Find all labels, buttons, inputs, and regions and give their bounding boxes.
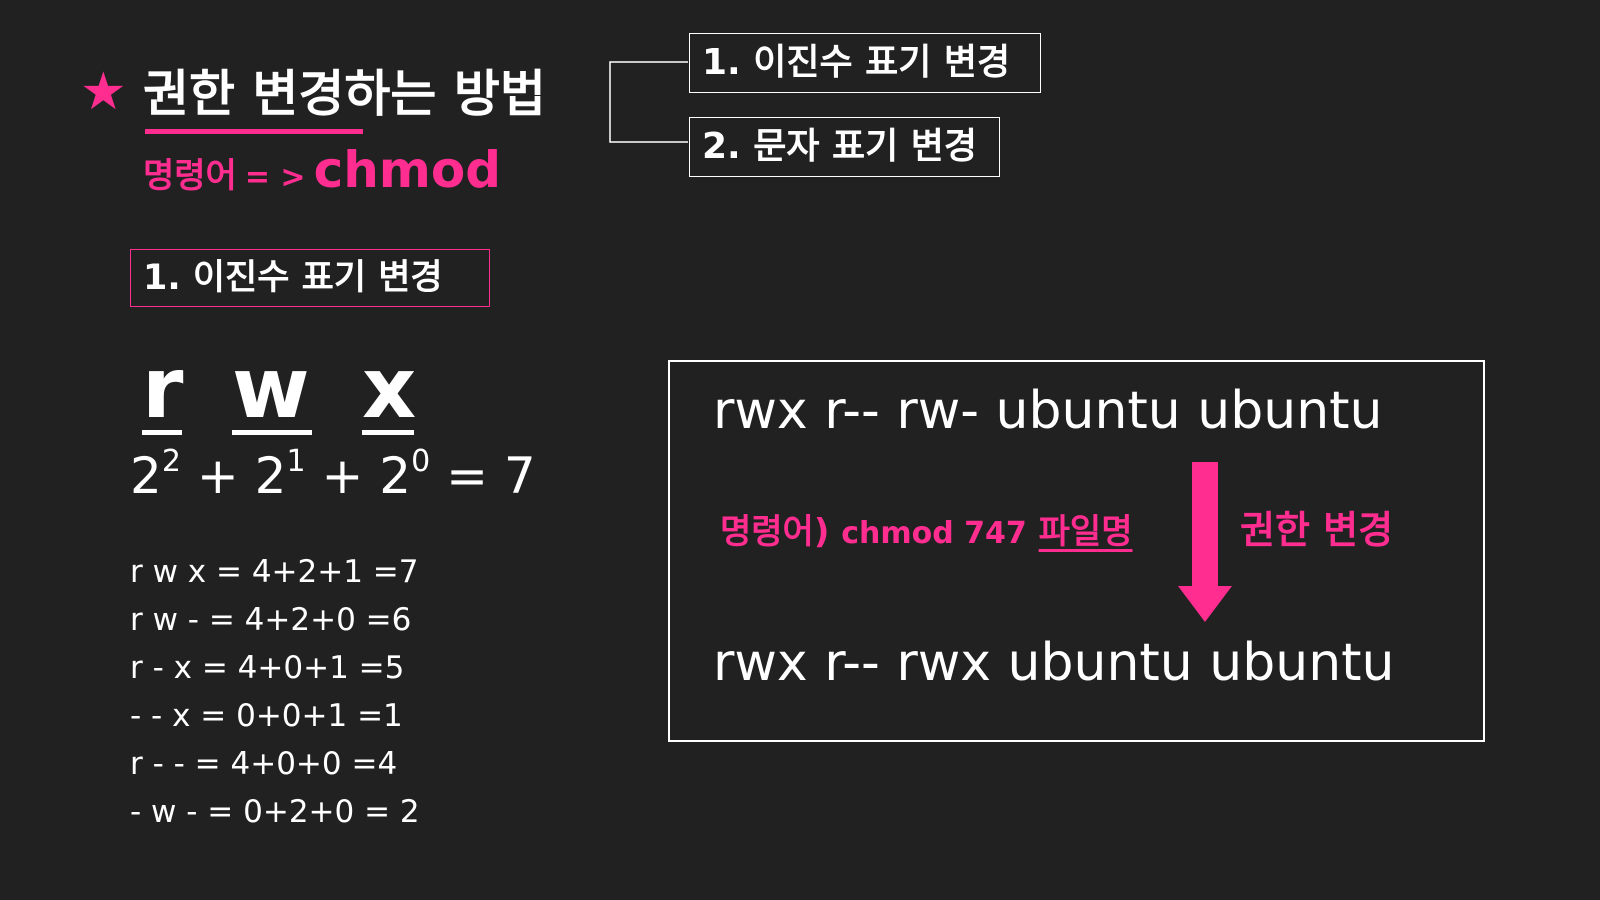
page-title: 권한 변경하는 방법 — [143, 65, 546, 123]
formula-base: 2 — [254, 447, 287, 505]
list-item: r w - = 4+2+0 =6 — [130, 602, 412, 638]
formula-exponent: 0 — [411, 444, 431, 480]
star-icon: ★ — [80, 62, 127, 122]
permission-list: r w x = 4+2+1 =7 r w - = 4+2+0 =6 r - x … — [130, 548, 420, 836]
letter-x-underline — [362, 430, 414, 435]
command-line: 명령어= >chmod — [143, 140, 501, 200]
list-item: - - x = 0+0+1 =1 — [130, 698, 403, 734]
formula-result: = 7 — [446, 447, 536, 505]
formula-base: 2 — [379, 447, 412, 505]
example-command-file: 파일명 — [1038, 512, 1133, 552]
formula-exponent: 2 — [161, 444, 181, 480]
letter-w: w — [232, 339, 310, 437]
formula-base: 2 — [130, 447, 162, 505]
method-binary-box: 1. 이진수 표기 변경 — [689, 33, 1041, 93]
list-item: r - x = 4+0+1 =5 — [130, 650, 405, 686]
example-command: 명령어) chmod 747 파일명 — [720, 512, 1132, 553]
list-item: r - - = 4+0+0 =4 — [130, 746, 398, 782]
method-symbolic-box: 2. 문자 표기 변경 — [689, 117, 1000, 177]
command-arrow: = > — [244, 160, 306, 195]
list-item: - w - = 0+2+0 = 2 — [130, 794, 420, 830]
example-note: 권한 변경 — [1240, 508, 1394, 552]
formula-plus: + — [321, 447, 364, 505]
command-prefix: 명령어 — [143, 156, 237, 196]
permission-after: rwx r-- rwx ubuntu ubuntu — [713, 633, 1395, 693]
bracket-connector — [609, 61, 688, 143]
letter-r-underline — [142, 430, 182, 435]
power-formula: 22 + 21 + 20 = 7 — [130, 446, 536, 506]
formula-plus: + — [196, 447, 239, 505]
letter-x: x — [362, 339, 417, 437]
example-command-prefix: 명령어) — [720, 512, 830, 552]
list-item: r w x = 4+2+1 =7 — [130, 554, 419, 590]
formula-exponent: 1 — [286, 444, 306, 480]
letter-r: r — [142, 339, 184, 437]
permission-before: rwx r-- rw- ubuntu ubuntu — [713, 381, 1383, 441]
section-heading: 1. 이진수 표기 변경 — [130, 249, 490, 307]
command-name: chmod — [313, 141, 502, 199]
example-command-code: chmod 747 — [841, 516, 1027, 551]
letter-w-underline — [232, 430, 312, 435]
arrow-down-icon — [1178, 462, 1232, 622]
example-box — [668, 360, 1485, 742]
title-underline — [145, 129, 363, 134]
